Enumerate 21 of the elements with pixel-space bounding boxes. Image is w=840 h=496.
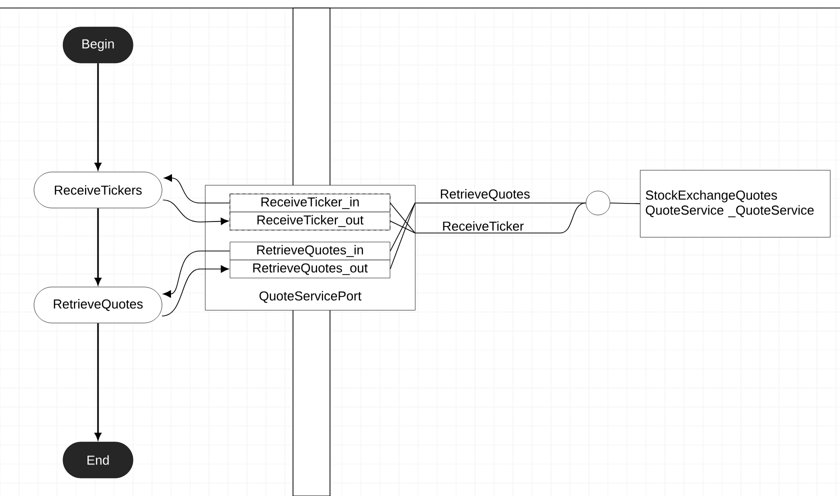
- pin-box: ReceiveTicker_out: [230, 212, 390, 230]
- arrow: [94, 323, 102, 440]
- arrow: [94, 63, 102, 170]
- interface-box: StockExchangeQuotes QuoteService _QuoteService: [640, 170, 830, 238]
- arrow: [163, 250, 230, 298]
- terminal-node: End: [62, 442, 134, 478]
- arrow: [162, 265, 229, 316]
- interface-circle: [586, 190, 610, 216]
- activity-node: ReceiveTickers: [34, 172, 162, 208]
- connector: [414, 202, 586, 234]
- connector: [414, 202, 586, 204]
- pin-box: ReceiveTicker_in: [230, 194, 390, 212]
- edge-label: ReceiveTicker: [441, 220, 525, 232]
- arrow: [164, 174, 230, 204]
- arrow: [162, 200, 229, 225]
- arrow: [94, 208, 102, 285]
- pin-box: RetrieveQuotes_out: [230, 260, 390, 278]
- activity-node: RetrieveQuotes: [34, 286, 162, 324]
- edge-label: RetrieveQuotes: [438, 188, 532, 202]
- pin-box: RetrieveQuotes_in: [230, 242, 390, 260]
- terminal-node: Begin: [62, 26, 134, 64]
